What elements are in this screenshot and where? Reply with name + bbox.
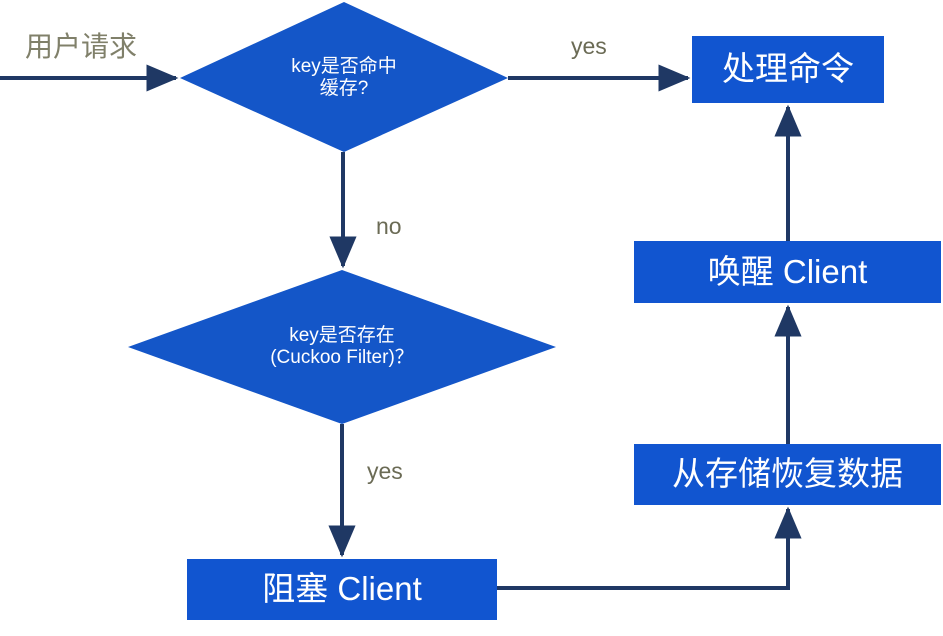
node-decision-key-exists[interactable] [128, 270, 556, 424]
node-decision-cache-hit[interactable] [180, 2, 508, 152]
edge-label-cache-hit-yes: yes [571, 33, 607, 59]
node-wake-client[interactable] [634, 241, 941, 303]
edge-block-to-restore [497, 506, 802, 590]
node-block-client[interactable] [187, 559, 497, 620]
node-restore-data[interactable] [634, 444, 941, 505]
edge-label-key-exists-yes: yes [367, 458, 403, 484]
node-process-command[interactable] [692, 36, 884, 103]
source-label-user-request: 用户请求 [25, 31, 138, 62]
edge-label-cache-hit-no: no [376, 213, 402, 239]
